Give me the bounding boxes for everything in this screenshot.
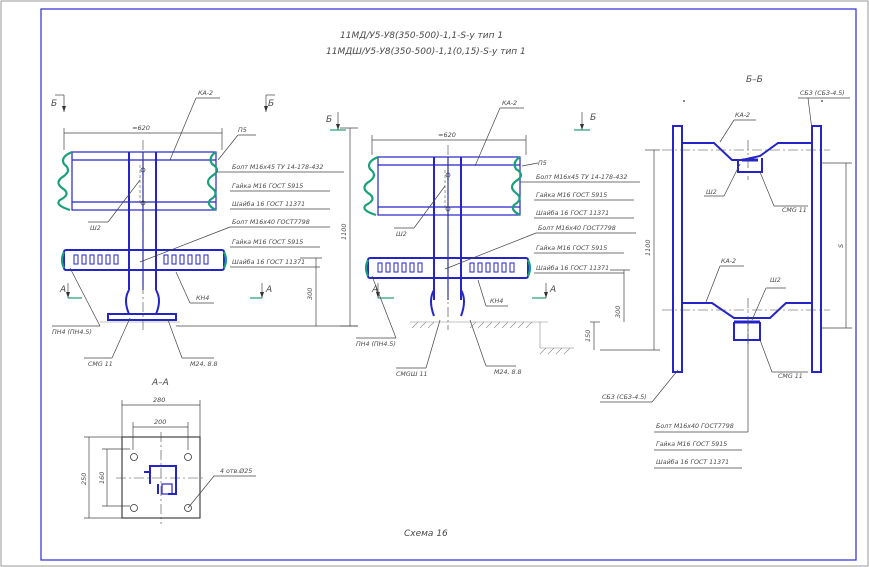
section-aa-view: А–А 280 200 250 160 4 отв.Ø25 [80,378,256,524]
dim-300-mid: 300 [614,306,622,318]
dim-250: 250 [80,473,88,485]
drawing-title-line2: 11МДШ/У5-У8(350-500)-1,1(0,15)-S-у тип 1 [326,47,526,57]
inner-frame [40,8,857,561]
dim-width-left: ≈620 [132,124,150,132]
label-kn4-left: КН4 [196,295,209,302]
dim-150-mid: 150 [584,330,592,342]
label-sbz-top: СБЗ (СБЗ-4.5) [800,90,845,97]
middle-elevation-view: Б Б ≈620 [326,100,660,378]
dim-160: 160 [98,472,106,484]
label-nut2-mid: Гайка М16 ГОСТ 5915 [536,245,607,252]
label-ka2-top-right: КА-2 [735,112,750,119]
label-p5-left: П5 [238,127,247,134]
label-kn4-mid: КН4 [490,298,503,305]
section-aa-title: А–А [151,378,169,388]
label-sh2-bottom-right: Ш2 [770,277,781,284]
label-nut2-left: Гайка М16 ГОСТ 5915 [232,239,303,246]
label-sh2-top-right: Ш2 [706,189,717,196]
label-ka2-bottom-right: КА-2 [721,258,736,265]
label-m24-mid: М24, 8.8 [494,369,521,376]
label-smgsh11-mid: СМGШ 11 [396,371,427,378]
label-washer-right: Шайба 16 ГОСТ 11371 [656,458,729,466]
dim-height-mid: 1100 [644,239,652,256]
section-mark-b-mid-right: Б [590,113,596,123]
label-smg11-bottom-right: СМG 11 [778,373,803,380]
label-bolt1-left: Болт М16х45 ТУ 14-178-432 [232,164,323,171]
section-mark-b-right: Б [268,99,274,109]
label-washer1-mid: Шайба 16 ГОСТ 11371 [536,209,609,217]
label-ka2-mid: КА-2 [502,100,517,107]
left-elevation-view: Б Б ≈620 [51,90,358,368]
label-washer1-left: Шайба 16 ГОСТ 11371 [232,200,305,208]
label-bolt1-mid: Болт М16х45 ТУ 14-178-432 [536,174,627,181]
dim-width-mid: ≈620 [438,131,456,139]
drawing-title-line1: 11МД/У5-У8(350-500)-1,1-S-у тип 1 [340,31,503,41]
dim-200: 200 [154,418,166,426]
section-mark-b-mid-left: Б [326,115,332,125]
label-bolt2-mid: Болт М16х40 ГОСТ7798 [538,225,616,232]
label-ka2-left: КА-2 [198,90,213,97]
dim-300-left: 300 [306,288,314,300]
section-mark-a-left: А [59,285,66,295]
section-mark-b-left: Б [51,99,57,109]
label-washer2-mid: Шайба 16 ГОСТ 11371 [536,264,609,272]
section-bb-title: Б–Б [746,75,763,85]
label-smg11-left: СМG 11 [88,361,113,368]
label-pn4-mid: ПН4 (ПН4.5) [356,341,396,348]
label-bolt-right: Болт М16х40 ГОСТ7798 [656,423,734,430]
label-pn4-left: ПН4 (ПН4.5) [52,329,92,336]
dim-280: 280 [153,396,165,404]
label-m24-left: М24, 8.8 [190,361,217,368]
label-nut-right: Гайка М16 ГОСТ 5915 [656,441,727,448]
section-mark-a-mid-left: А [371,285,378,295]
label-p5-mid: П5 [538,160,547,167]
label-sh2-left: Ш2 [90,225,101,232]
label-sbz-bottom: СБЗ (СБЗ-4.5) [602,394,647,401]
section-mark-a-right: А [265,285,272,295]
dim-s: S [837,244,845,248]
label-nut1-left: Гайка М16 ГОСТ 5915 [232,183,303,190]
label-washer2-left: Шайба 16 ГОСТ 11371 [232,258,305,266]
section-bb-view: Б–Б S СБЗ (СБЗ-4.5) КА-2 Ш2 [600,75,852,469]
section-mark-a-mid-right: А [549,285,556,295]
label-holes: 4 отв.Ø25 [220,467,252,475]
label-nut1-mid: Гайка М16 ГОСТ 5915 [536,192,607,199]
label-sh2-mid: Ш2 [396,231,407,238]
label-smg11-top-right: СМG 11 [782,207,807,214]
label-bolt2-left: Болт М16х40 ГОСТ7798 [232,219,310,226]
scheme-label: Схема 16 [404,529,448,539]
dim-height-left: 1100 [340,223,348,240]
